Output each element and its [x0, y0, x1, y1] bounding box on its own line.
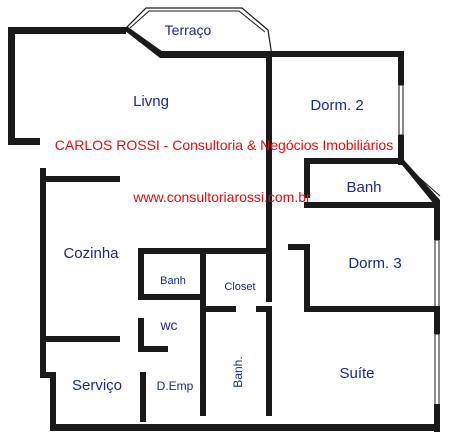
room-labels: Terraço Livng Dorm. 2 Banh Dorm. 3 Cozin… [63, 22, 401, 394]
wall-right-dorm2-lower [398, 135, 404, 165]
wall-terrace-slant-left [120, 27, 166, 58]
wall-living-dorm2 [266, 51, 272, 251]
walls [8, 7, 441, 432]
wall-servico-top [40, 372, 54, 378]
wall-dorm2-banh [304, 158, 404, 164]
wall-banh-left [304, 158, 310, 198]
wall-living-left [8, 27, 15, 145]
terrace-outline [125, 7, 273, 57]
window-suite [434, 333, 440, 407]
watermark-company: CARLOS ROSSI - Consultoria & Negócios Im… [55, 137, 393, 153]
wall-banh-small-top [138, 248, 202, 254]
window-dorm3 [434, 239, 440, 311]
room-label-terraco: Terraço [165, 22, 212, 38]
wall-banh-slant [398, 160, 440, 204]
room-label-dorm2: Dorm. 2 [310, 97, 363, 114]
wall-right-outer-mid [434, 306, 440, 334]
wall-wc-bottom [138, 346, 168, 352]
wall-banh-vertical-right [266, 312, 272, 416]
wall-banh-small-left [138, 248, 144, 296]
room-label-suite: Suíte [339, 365, 374, 382]
wall-banh-bottom [304, 202, 440, 208]
room-label-wc: wc [159, 317, 177, 333]
wall-closet-right [266, 258, 272, 302]
wall-living-bottom [8, 138, 40, 145]
wall-right-dorm2 [398, 51, 404, 85]
wall-right-outer-bottom [434, 404, 440, 432]
wall-closet-top [202, 248, 270, 254]
wall-kitchen-left [40, 168, 46, 378]
room-label-living: Livng [133, 93, 169, 110]
watermark: CARLOS ROSSI - Consultoria & Negócios Im… [55, 137, 393, 205]
wall-demp-left [140, 372, 146, 422]
wall-closet-bottom-r [256, 306, 272, 312]
room-label-closet: Closet [224, 281, 255, 293]
room-label-banh-small: Banh [160, 275, 186, 287]
wall-closet-bottom [206, 306, 236, 312]
room-label-banh-upper: Banh [346, 179, 381, 196]
window-banh-slant [403, 163, 441, 197]
wall-living-top-left [8, 27, 126, 34]
wall-dorm3-bottom [304, 306, 440, 312]
wall-bottom-outer [50, 424, 440, 431]
wall-terrace-bottom [160, 51, 272, 58]
wall-dorm3-left [304, 244, 310, 312]
wall-banh-wc-div [138, 294, 202, 300]
room-label-dorm3: Dorm. 3 [348, 255, 401, 272]
wall-kitchen-bottom [40, 336, 120, 342]
room-label-demp: D.Emp [157, 379, 194, 393]
terrace-outline-inner [129, 10, 266, 33]
wall-banh-closet-div [200, 248, 206, 416]
wall-hall-stub-1 [288, 244, 310, 250]
wall-servico-left [50, 372, 56, 428]
room-label-banh-vertical: Banh. [231, 356, 245, 387]
wall-kitchen-top [40, 176, 120, 182]
room-label-servico: Serviço [72, 377, 122, 394]
room-label-cozinha: Cozinha [63, 245, 119, 262]
watermark-website: www.consultoriarossi.com.br [132, 189, 311, 205]
wall-top-right [266, 51, 400, 57]
window-dorm2 [398, 84, 404, 136]
wall-wc-left [138, 318, 144, 352]
wall-right-outer [434, 200, 440, 240]
